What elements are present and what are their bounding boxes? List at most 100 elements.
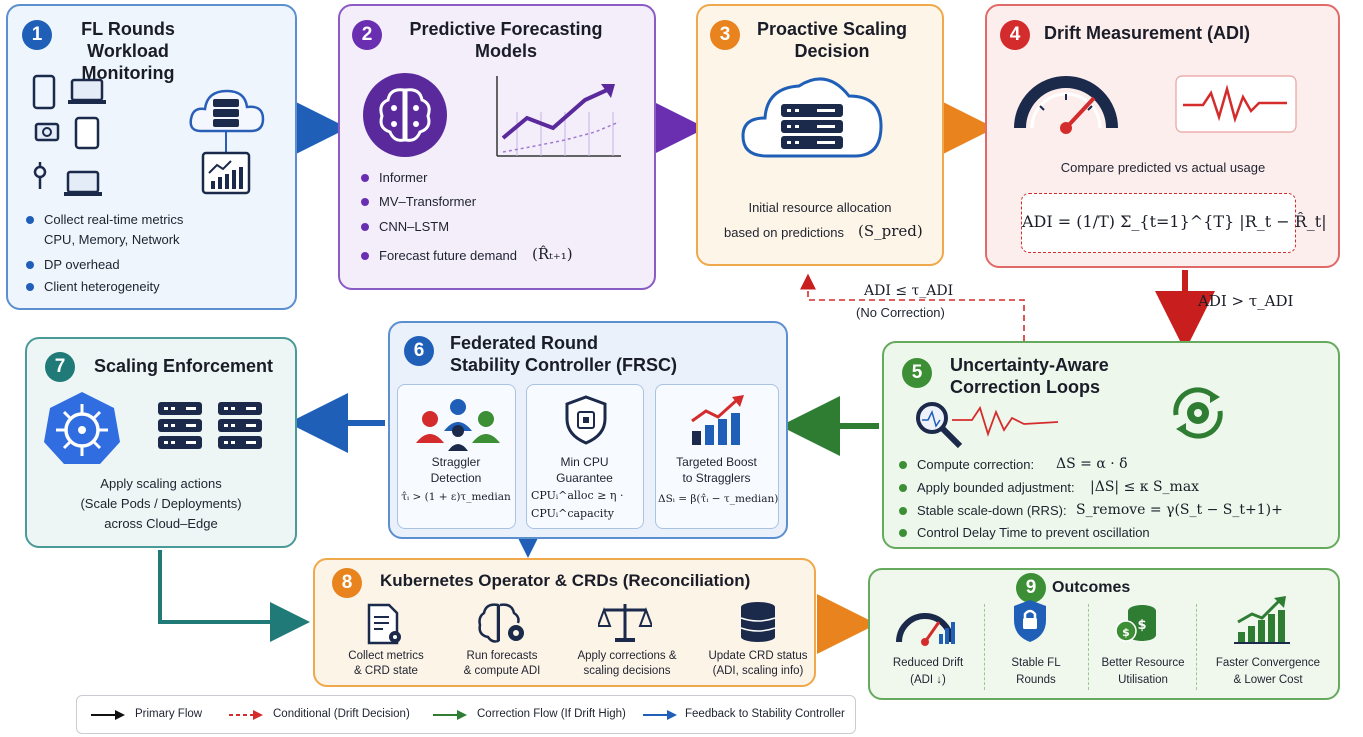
outcome-divider — [984, 604, 985, 690]
step-badge-4: 4 — [1000, 20, 1030, 50]
arrow-7-to-8 — [158, 550, 310, 642]
panel4-title: Drift Measurement (ADI) — [1044, 23, 1251, 43]
panel5-formula: |ΔS| ≤ κ S_max — [1090, 479, 1200, 495]
legend: Primary Flow Conditional (Drift Decision… — [76, 695, 856, 734]
svg-text:$: $ — [1137, 618, 1146, 633]
panel7-text: (Scale Pods / Deployments) — [80, 496, 242, 511]
targeted-boost-card: Targeted Boost to Stragglers ΔSᵢ = β(τ̂ᵢ… — [655, 384, 779, 529]
server-racks-icon — [158, 402, 262, 449]
panel5-item: Apply bounded adjustment: — [895, 480, 1075, 496]
panel5-item: Stable scale-down (RRS): — [895, 503, 1067, 519]
outcome-label: Reduced Drift — [892, 657, 964, 669]
step-label: Run forecasts — [466, 650, 538, 662]
panel2-bullet: CNN–LSTM — [357, 219, 449, 235]
panel2-bullet: MV–Transformer — [357, 194, 476, 210]
step-badge-6: 6 — [404, 336, 434, 366]
brain-gear-icon — [478, 603, 524, 643]
svg-text:$: $ — [1122, 626, 1130, 639]
panel8-title: Kubernetes Operator & CRDs (Reconciliati… — [380, 571, 751, 590]
step-label: Update CRD status — [708, 650, 808, 662]
shield-chip-icon — [565, 395, 607, 445]
step-badge-7: 7 — [45, 352, 75, 382]
outcome-label: Rounds — [1016, 674, 1056, 686]
panel5-item: Control Delay Time to prevent oscillatio… — [895, 525, 1150, 541]
panel7-text: Apply scaling actions — [100, 476, 222, 491]
legend-label: Primary Flow — [135, 708, 203, 720]
legend-label: Feedback to Stability Controller — [685, 708, 845, 720]
legend-primary-swatch — [91, 710, 125, 720]
panel6-title: Federated Round Stability Controller (FR… — [450, 333, 678, 375]
step-label: Apply corrections & — [577, 650, 677, 662]
high-drift-condition: ADI > τ_ADI — [1198, 292, 1294, 310]
outcome-label: Better Resource — [1101, 657, 1185, 669]
card-label: Detection — [430, 471, 482, 485]
people-icon — [416, 399, 500, 451]
cloud-server-monitor-icon — [189, 89, 265, 195]
step-label: Collect metrics — [348, 650, 424, 662]
card-label: Min CPU — [560, 455, 609, 469]
panel3-formula: (S_pred) — [858, 222, 923, 240]
balance-scale-icon — [598, 604, 652, 642]
card-label: to Stragglers — [682, 471, 751, 485]
step-badge-8: 8 — [332, 568, 362, 598]
panel5-item: Compute correction: — [895, 457, 1034, 473]
document-gear-icon — [367, 603, 401, 645]
magnifier-signal-icon — [916, 402, 1059, 449]
growth-chart-icon — [1234, 596, 1290, 644]
card-formula: ΔSᵢ = β(τ̂ᵢ − τ_median) — [658, 493, 779, 505]
min-cpu-card: Min CPU Guarantee CPUᵢ^alloc ≥ η · CPUᵢ^… — [526, 384, 644, 529]
outcome-label: Faster Convergence — [1215, 657, 1321, 669]
cycle-gear-icon — [1173, 387, 1223, 439]
step-badge-3: 3 — [710, 20, 740, 50]
step-label: scaling decisions — [583, 665, 671, 677]
database-icon — [740, 602, 776, 642]
panel4-compare-text: Compare predicted vs actual usage — [1060, 160, 1266, 175]
client-devices-icon — [32, 74, 106, 196]
panel-kubernetes-operator — [313, 558, 816, 687]
shield-lock-icon — [1014, 600, 1046, 642]
card-label: Straggler — [431, 455, 481, 469]
panel1-title: FL Rounds Workload Monitoring — [81, 19, 175, 83]
step-label: & compute ADI — [463, 665, 541, 677]
card-formula: CPUᵢ^capacity — [531, 507, 614, 520]
adi-formula-box: ADI = (1/T) Σ_{t=1}^{T} |R_t − R̂_t| — [1021, 193, 1327, 253]
legend-conditional-swatch — [229, 710, 263, 720]
no-correction-condition: ADI ≤ τ_ADI — [864, 283, 954, 299]
step-badge-9: 9 — [1016, 573, 1046, 603]
straggler-detection-card: Straggler Detection τ̂ᵢ > (1 + ε)τ_media… — [397, 384, 516, 529]
adi-formula: ADI = (1/T) Σ_{t=1}^{T} |R_t − R̂_t| — [1022, 212, 1327, 231]
no-correction-label: (No Correction) — [856, 305, 945, 320]
panel3-text-2: based on predictions — [724, 225, 844, 240]
panel9-title: Outcomes — [1052, 579, 1131, 596]
outcome-label: Utilisation — [1118, 674, 1168, 686]
panel1-bullet: Collect real-time metrics — [22, 212, 183, 228]
legend-label: Correction Flow (If Drift High) — [477, 708, 626, 720]
outcome-label: (ADI ↓) — [910, 674, 946, 686]
gauge-icon — [1014, 76, 1118, 134]
step-badge-1: 1 — [22, 20, 52, 50]
step-badge-5: 5 — [902, 358, 932, 388]
usage-signal-icon — [1175, 75, 1297, 133]
panel3-text: Initial resource allocation — [748, 200, 892, 215]
outcome-label: Stable FL — [1011, 657, 1061, 669]
panel2-formula: (R̂ₜ₊₁) — [532, 245, 573, 263]
step-badge-2: 2 — [352, 20, 382, 50]
outcome-divider — [1088, 604, 1089, 690]
card-formula: CPUᵢ^alloc ≥ η · — [531, 489, 624, 502]
panel3-title: Proactive Scaling Decision — [756, 19, 908, 61]
card-formula: τ̂ᵢ > (1 + ε)τ_median — [401, 491, 511, 503]
panel1-bullet-continued: CPU, Memory, Network — [44, 232, 180, 247]
kubernetes-icon — [44, 392, 120, 464]
panel2-bullet: Informer — [357, 170, 427, 186]
brain-model-icon — [363, 73, 447, 157]
panel1-bullet: DP overhead — [22, 257, 120, 273]
panel5-title: Uncertainty-Aware Correction Loops — [950, 355, 1109, 397]
panel5-formula: S_remove = γ(S_t − S_t+1)+ — [1076, 502, 1283, 518]
outcome-label: & Lower Cost — [1233, 674, 1303, 686]
card-label: Targeted Boost — [676, 455, 757, 469]
panel5-formula: ΔS = α · δ̄ — [1056, 456, 1128, 472]
legend-label: Conditional (Drift Decision) — [273, 708, 410, 720]
outcome-divider — [1196, 604, 1197, 690]
gauge-small-icon — [896, 613, 955, 646]
card-label: Guarantee — [556, 471, 613, 485]
